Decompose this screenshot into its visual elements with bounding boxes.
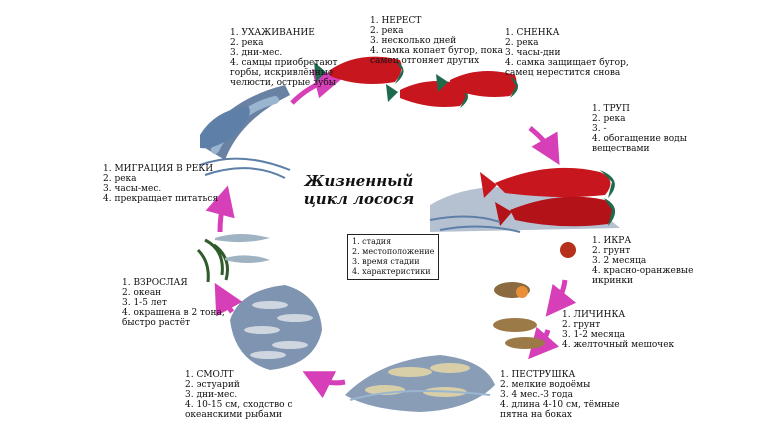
title-line-2: цикл лосося: [303, 190, 415, 208]
stage-line: веществами: [592, 144, 650, 154]
stage-line: 1. ИКРА: [592, 236, 632, 246]
stage-line: 3. дни-мес.: [230, 48, 283, 58]
arrow-adult-to-migration: [205, 185, 235, 233]
stage-line: 1. ТРУП: [592, 104, 630, 114]
fry-icon: [345, 355, 495, 412]
stage-line: 2. река: [370, 26, 404, 36]
stage-line: 3. дни-мес.: [185, 390, 238, 400]
title-line-1: Жизненный: [304, 172, 414, 190]
stage-carcass: 1. ТРУП 2. река 3. - 4. обогащение воды …: [592, 104, 687, 154]
stage-line: 1. ПЕСТРУШКА: [500, 370, 576, 380]
legend-item: 2. местоположение: [352, 247, 435, 256]
stage-line: 4. самцы приобретают: [230, 58, 338, 68]
stage-fry: 1. ПЕСТРУШКА 2. мелкие водоёмы 3. 4 мес.…: [500, 370, 620, 420]
smolt-icon: [230, 285, 322, 370]
stage-line: 3. 2 месяца: [592, 256, 647, 266]
stage-line: 3. часы-мес.: [103, 184, 162, 194]
stage-line: 2. река: [592, 114, 626, 124]
stage-line: 2. река: [230, 38, 264, 48]
stage-line: быстро растёт: [122, 318, 191, 328]
arrow-smolt-to-adult: [214, 282, 243, 317]
cycle-arrows: [205, 69, 577, 399]
stage-alevin: 1. ЛИЧИНКА 2. грунт 3. 1-2 месяца 4. жел…: [562, 310, 674, 350]
stage-courtship: 1. УХАЖИВАНИЕ 2. река 3. дни-мес. 4. сам…: [230, 28, 338, 88]
arrow-courtship-to-spawning: [290, 69, 345, 105]
stage-line: 2. грунт: [562, 320, 601, 330]
stage-line: 3. -: [592, 124, 607, 134]
stage-line: икринки: [592, 276, 634, 286]
diagram-title: Жизненный цикл лосося: [300, 172, 418, 208]
migration-icon: [200, 106, 250, 149]
stage-spawning: 1. НЕРЕСТ 2. река 3. несколько дней 4. с…: [370, 16, 503, 66]
arrow-eggs-to-alevin: [545, 279, 577, 317]
legend-item: 4. характеристики: [352, 267, 431, 276]
stage-line: 4. самка защищает бугор,: [505, 58, 629, 68]
legend-box: 1. стадия 2. местоположение 3. время ста…: [347, 234, 439, 280]
stage-line: самец нерестится снова: [505, 68, 621, 78]
stage-line: 1. СНЕНКА: [505, 28, 560, 38]
stage-line: 4. 10-15 см, сходство с: [185, 400, 293, 410]
adult-salmon-icon: [196, 234, 270, 283]
stage-line: 3. 1-5 лет: [122, 298, 167, 308]
stage-line: 4. окрашена в 2 тона,: [122, 308, 225, 318]
stage-line: самец отгоняет других: [370, 56, 480, 66]
egg-icon: [560, 242, 576, 258]
stage-line: 4. самка копает бугор, пока: [370, 46, 504, 56]
stage-line: 1. СМОЛТ: [185, 370, 234, 380]
stage-line: 1. МИГРАЦИЯ В РЕКИ: [103, 164, 214, 174]
stage-line: 4. прекращает питаться: [103, 194, 219, 204]
stage-line: 4. желточный мешочек: [562, 340, 675, 350]
stage-line: 1. ЛИЧИНКА: [562, 310, 626, 320]
stage-smolt: 1. СМОЛТ 2. эстуарий 3. дни-мес. 4. 10-1…: [185, 370, 293, 420]
stage-line: 3. 4 мес.-3 года: [500, 390, 573, 400]
stage-line: пятна на боках: [500, 410, 573, 420]
stage-line: челюсти, острые зубы: [230, 78, 336, 88]
salmon-carcass-icon: [429, 167, 620, 233]
salmon-spawning-icon: [314, 56, 518, 108]
legend-item: 1. стадия: [352, 237, 392, 246]
stage-line: 1. ВЗРОСЛАЯ: [122, 278, 188, 288]
stage-line: 3. часы-дни: [505, 48, 561, 58]
stage-eggs: 1. ИКРА 2. грунт 3. 2 месяца 4. красно-о…: [592, 236, 693, 286]
alevin-icon: [493, 282, 545, 349]
stage-line: горбы, искривлённые: [230, 68, 334, 78]
stage-redd: 1. СНЕНКА 2. река 3. часы-дни 4. самка з…: [505, 28, 629, 78]
stage-line: 1. НЕРЕСТ: [370, 16, 422, 26]
arrow-redd-to-carcass: [528, 126, 560, 165]
stage-line: океанскими рыбами: [185, 410, 282, 420]
stage-line: 2. эстуарий: [185, 380, 240, 390]
stage-line: 4. красно-оранжевые: [592, 266, 694, 276]
stage-line: 2. мелкие водоёмы: [500, 380, 591, 390]
legend-item: 3. время стадии: [352, 257, 420, 266]
stage-line: 4. длина 4-10 см, тёмные: [500, 400, 620, 410]
stage-line: 2. река: [505, 38, 539, 48]
stage-adult: 1. ВЗРОСЛАЯ 2. океан 3. 1-5 лет 4. окраш…: [122, 278, 225, 328]
stage-line: 3. несколько дней: [370, 36, 457, 46]
stage-migration: 1. МИГРАЦИЯ В РЕКИ 2. река 3. часы-мес. …: [103, 164, 218, 204]
arrow-fry-to-smolt: [302, 371, 346, 399]
stage-line: 2. грунт: [592, 246, 631, 256]
stage-line: 2. река: [103, 174, 137, 184]
stage-line: 4. обогащение воды: [592, 134, 687, 144]
stage-line: 1. УХАЖИВАНИЕ: [230, 28, 315, 38]
stage-line: 3. 1-2 месяца: [562, 330, 625, 340]
stage-line: 2. океан: [122, 288, 162, 298]
